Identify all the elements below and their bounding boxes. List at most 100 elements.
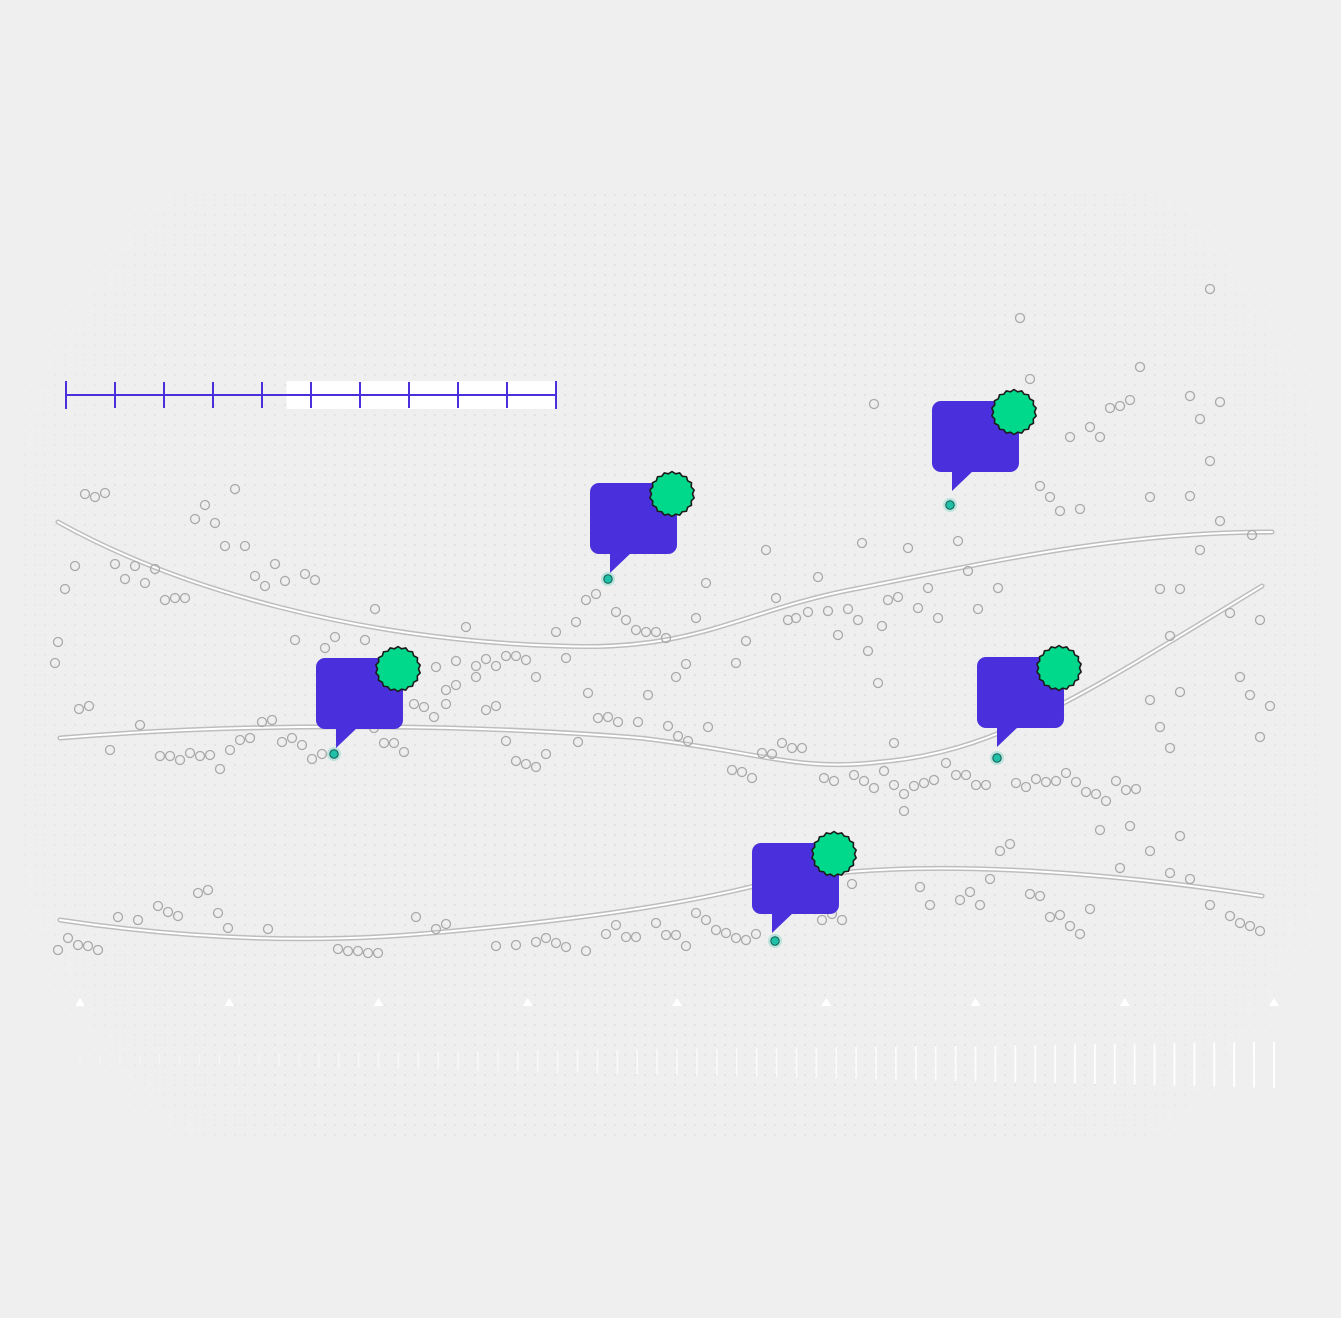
sample-point [592,712,604,724]
triangle-up-icon [1119,998,1130,1006]
sample-point [590,588,602,600]
sample-point [1024,888,1036,900]
sample-point [994,845,1006,857]
sample-point [672,730,684,742]
sample-point [902,542,914,554]
sample-point [1224,607,1236,619]
sample-point [632,716,644,728]
sample-point [1040,776,1052,788]
sample-point [1050,775,1062,787]
sample-point [266,714,278,726]
sample-point [862,645,874,657]
sample-point [269,558,281,570]
sample-point [1084,903,1096,915]
triangle-up-icon [373,998,384,1006]
sample-point [1264,700,1276,712]
sample-point [286,732,298,744]
location-dot-icon [327,747,341,761]
sample-point [239,540,251,552]
sample-point [1204,283,1216,295]
sample-point [730,932,742,944]
sample-point [480,704,492,716]
sample-point [1234,917,1246,929]
callout-5[interactable] [752,830,857,949]
sample-point [1114,400,1126,412]
sample-point [868,782,880,794]
sample-point [119,573,131,585]
sample-point [1174,686,1186,698]
sample-point [740,934,752,946]
sample-point [1184,390,1196,402]
sample-point [710,924,722,936]
sample-point [640,626,652,638]
sample-point [164,750,176,762]
sample-point [1204,899,1216,911]
sample-point [898,788,910,800]
sample-point [490,940,502,952]
sample-point [950,769,962,781]
sample-point [480,653,492,665]
sample-point [1154,583,1166,595]
sample-point [89,491,101,503]
flow-curve-bottom-highlight [59,867,1263,940]
triangle-up-icon [821,998,832,1006]
sample-point [112,911,124,923]
callout-2[interactable] [932,388,1037,513]
sample-point [1144,694,1156,706]
sample-point [802,606,814,618]
sample-point [582,687,594,699]
sample-point [1104,402,1116,414]
sample-point [1114,862,1126,874]
sample-point [828,775,840,787]
sample-point [520,654,532,666]
sample-point [244,732,256,744]
sample-point [770,592,782,604]
sample-point [550,626,562,638]
sample-point [530,761,542,773]
sample-point [510,939,522,951]
sample-point [234,734,246,746]
sample-point [1074,928,1086,940]
callout-4[interactable] [977,644,1082,766]
triangle-up-icon [522,998,533,1006]
sample-point [83,700,95,712]
triangle-up-icon [224,998,235,1006]
sample-point [660,632,672,644]
sample-point [928,774,940,786]
sample-point [750,928,762,940]
sample-point [630,624,642,636]
sample-point [612,716,624,728]
sample-point [1254,925,1266,937]
sample-point [169,592,181,604]
sample-point [1010,777,1022,789]
callout-1[interactable] [590,470,695,587]
sample-point [1164,742,1176,754]
sample-point [1174,583,1186,595]
sample-point [818,772,830,784]
sample-point [918,777,930,789]
sample-point [104,744,116,756]
sample-point [82,940,94,952]
sample-point [756,747,768,759]
sample-point [179,592,191,604]
sample-point [1244,920,1256,932]
sample-point [398,746,410,758]
sample-point [1184,873,1196,885]
sample-point [510,755,522,767]
sample-point [1214,515,1226,527]
sample-point [450,679,462,691]
sample-point [1110,775,1122,787]
sample-point [79,488,91,500]
sample-point [1044,491,1056,503]
sample-point [510,650,522,662]
sample-point [249,570,261,582]
sample-point [720,927,732,939]
sample-point [746,772,758,784]
sample-point [224,744,236,756]
sample-point [970,779,982,791]
sample-point [560,652,572,664]
sample-point [974,899,986,911]
sample-point [428,711,440,723]
callout-3[interactable] [316,645,421,762]
